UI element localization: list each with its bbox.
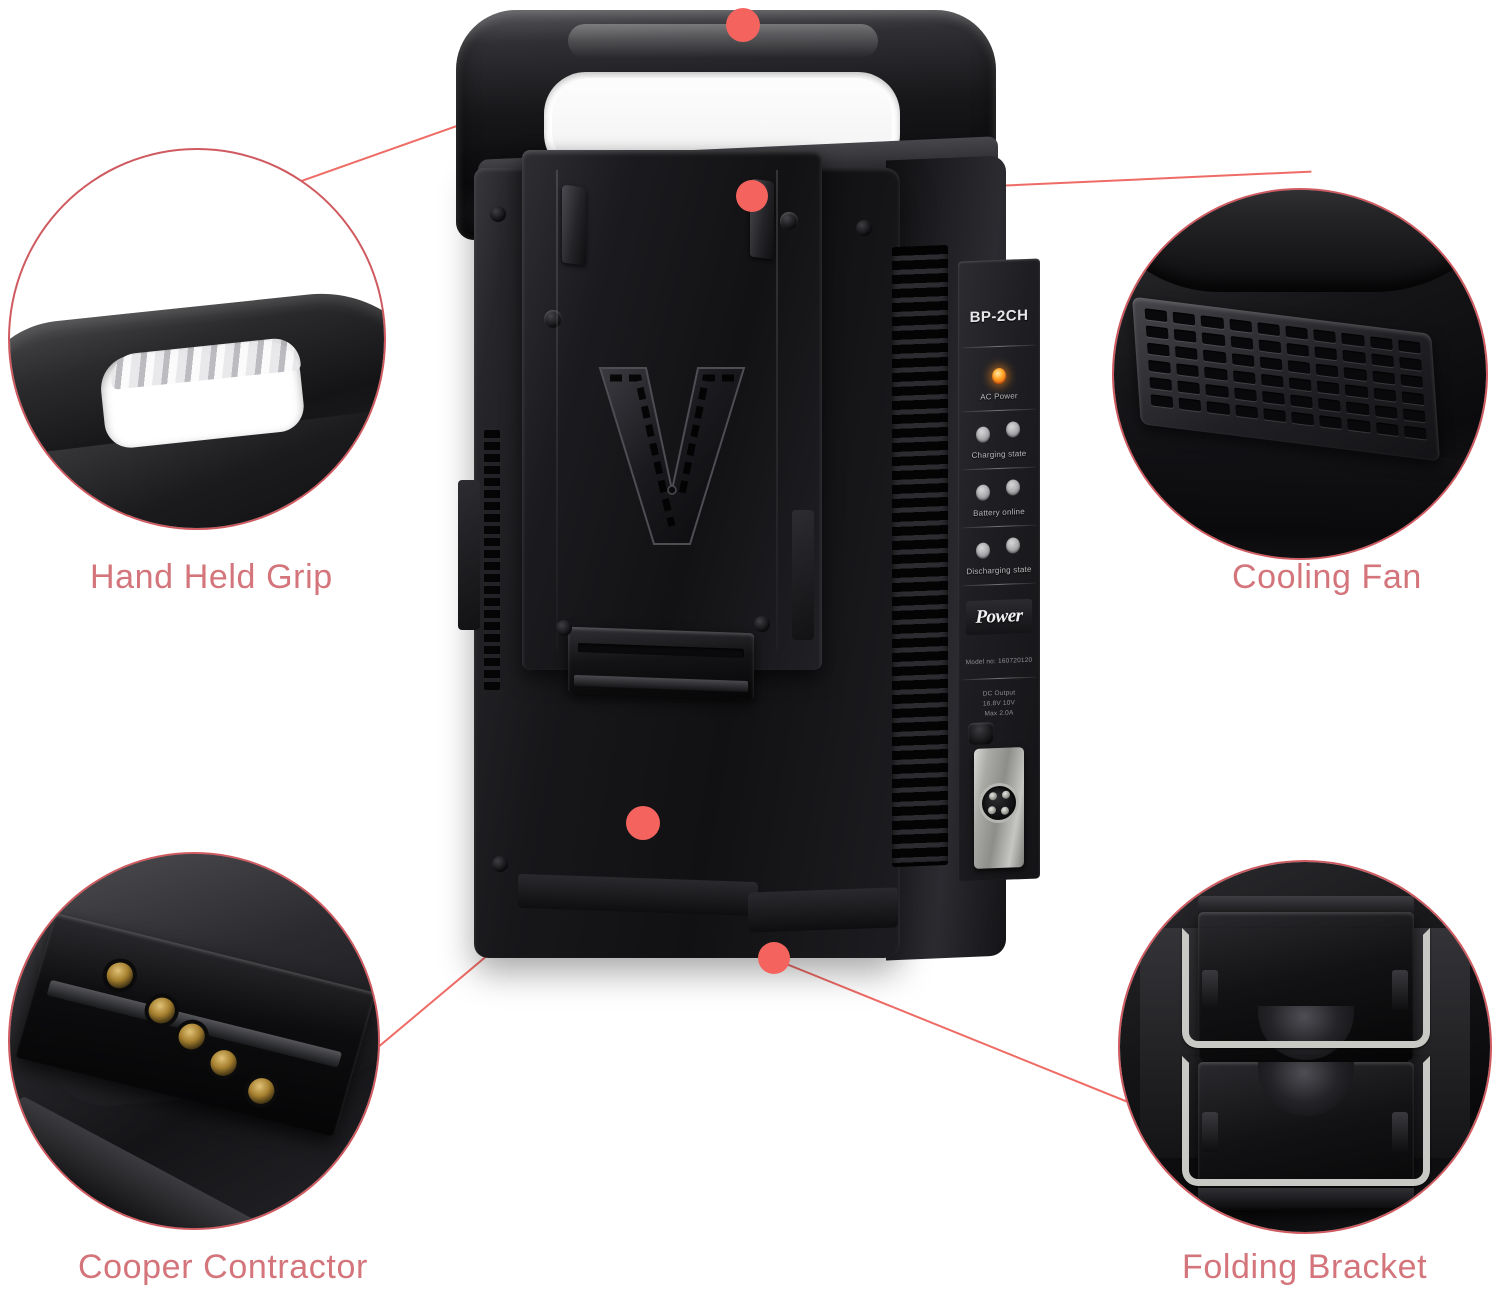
battery-online-led-ch2: [1006, 479, 1020, 496]
xlr-pin-2: [1002, 790, 1010, 800]
folding-bracket-upper[interactable]: [1198, 912, 1414, 1060]
bracket-wire-handle-upper[interactable]: [1182, 928, 1430, 1048]
copper-contact-pin-4: [207, 1047, 240, 1079]
chassis-screw-bottom-left: [492, 856, 508, 872]
xlr-pin-4: [1001, 806, 1009, 816]
bracket-closeup-bottom-strip: [1198, 1188, 1414, 1208]
callout-circle-folding-bracket: [1118, 860, 1492, 1234]
callout-circle-hand-held-grip: [8, 148, 386, 530]
brand-logo-plate: Power: [966, 598, 1032, 636]
battery-contact-block: [568, 626, 754, 700]
charging-led-ch1: [976, 426, 990, 443]
callout-label-folding-bracket: Folding Bracket: [1182, 1248, 1428, 1286]
discharging-state-label: Discharging state: [966, 564, 1032, 577]
v-mount-hook-left: [562, 184, 586, 266]
callout-label-cooling-fan: Cooling Fan: [1232, 558, 1422, 596]
panel-divider-5: [962, 582, 1036, 587]
left-ventilation-slots: [484, 430, 500, 690]
xlr-pin-3: [988, 806, 996, 815]
model-number-label: BP-2CH: [969, 306, 1029, 327]
callout-circle-cooling-fan: [1112, 188, 1488, 560]
callout-dot-folding-bracket: [758, 942, 790, 974]
handle-highlight: [568, 24, 878, 58]
bracket-clip-lower-right: [1392, 1112, 1408, 1152]
callout-dot-cooling-fan: [736, 180, 768, 212]
charging-state-label: Charging state: [971, 448, 1027, 461]
charging-led-ch2: [1006, 421, 1020, 438]
bracket-clip-upper-right: [1392, 970, 1408, 1010]
dc-output-jack[interactable]: [968, 722, 994, 746]
v-mount-battery-plate: [522, 150, 822, 700]
plate-screw-bottom-right: [754, 616, 770, 632]
bracket-clip-upper-left: [1202, 970, 1218, 1010]
xlr-connector-ring: [979, 782, 1019, 824]
model-fine-print: Model no: 160720120: [965, 656, 1033, 667]
ac-power-label: AC Power: [980, 391, 1018, 402]
contact-slot: [578, 643, 744, 658]
grip-closeup-screw-left: [44, 502, 70, 528]
bracket-wire-handle-lower[interactable]: [1182, 1056, 1430, 1186]
dc-output-line-3: Max 2.0A: [984, 709, 1014, 718]
plate-groove-left: [556, 170, 558, 650]
fan-closeup-handle-arc: [1114, 190, 1486, 292]
v-channel: [586, 362, 758, 552]
plate-screw-bottom-left: [556, 620, 572, 636]
plate-screw-left: [544, 310, 562, 328]
chassis-screw-top-right: [856, 220, 872, 236]
callout-dot-hand-held-grip: [726, 8, 760, 42]
xlr-4pin-connector[interactable]: [974, 747, 1024, 869]
callout-dot-cooper-contractor: [626, 806, 660, 840]
plate-groove-right: [776, 170, 778, 650]
chassis-screw-top-left: [490, 206, 506, 222]
panel-divider-3: [962, 466, 1036, 471]
dc-output-line-1: DC Output: [982, 689, 1016, 698]
xlr-pin-1: [989, 792, 997, 801]
folding-bracket-left-wing: [458, 480, 480, 630]
brand-logo-text: Power: [975, 605, 1023, 628]
copper-contact-pin-5: [245, 1075, 278, 1107]
discharging-led-ch1: [976, 542, 990, 559]
v-channel-shape: [598, 367, 746, 545]
bracket-clip-lower-left: [1202, 1112, 1218, 1152]
copper-contact-pin-1: [103, 959, 137, 991]
contact-lip: [574, 674, 748, 693]
dc-output-line-2: 16.8V 10V: [982, 699, 1016, 708]
ac-power-led: [992, 367, 1006, 385]
battery-online-led-ch1: [976, 484, 990, 501]
callout-label-hand-held-grip: Hand Held Grip: [90, 558, 333, 596]
panel-divider-6: [962, 676, 1036, 681]
callout-label-cooper-contractor: Cooper Contractor: [78, 1248, 368, 1286]
battery-online-label: Battery online: [973, 507, 1025, 518]
status-indicator-panel: BP-2CH AC Power Charging state Battery o…: [958, 258, 1040, 882]
panel-divider-1: [962, 344, 1036, 349]
plate-screw-top-right: [780, 212, 798, 230]
discharging-led-ch2: [1006, 537, 1020, 554]
product-image-bp2ch-charger: BP-2CH AC Power Charging state Battery o…: [448, 10, 1048, 970]
panel-divider-4: [962, 524, 1036, 529]
base-foot-rear: [748, 887, 898, 933]
panel-divider-2: [962, 408, 1036, 413]
side-ventilation-slots: [892, 244, 948, 868]
folding-bracket-right-wing: [792, 510, 814, 640]
callout-circle-cooper-contractor: [8, 852, 380, 1230]
